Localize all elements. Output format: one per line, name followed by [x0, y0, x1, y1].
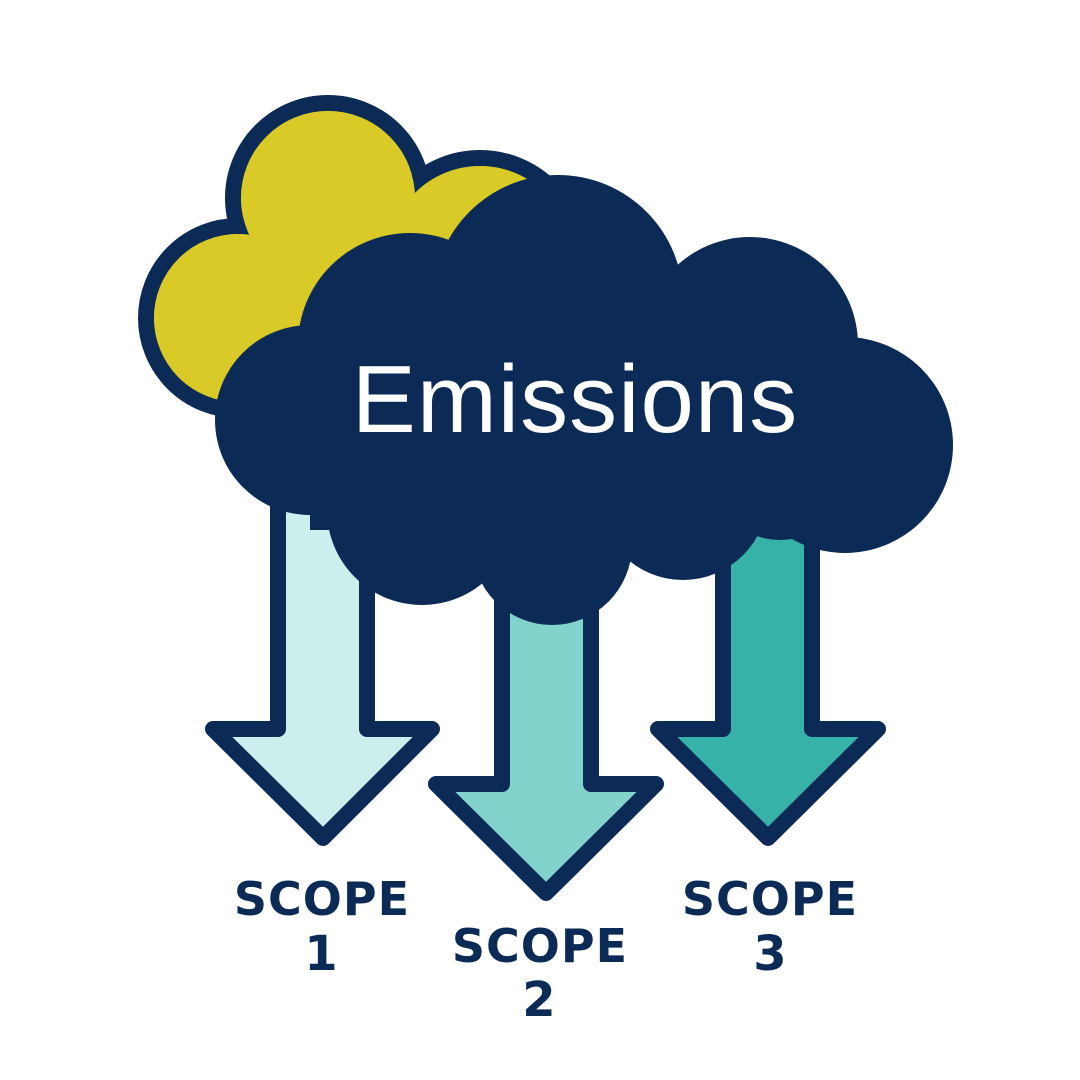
front-cloud-icon — [215, 175, 953, 625]
scope-2-number: 2 — [522, 972, 555, 1028]
scope-2-label: SCOPE — [452, 919, 628, 973]
scope-1-number: 1 — [304, 926, 337, 982]
cloud-title: Emissions — [352, 346, 798, 453]
scope-labels: SCOPE 1 SCOPE 2 SCOPE 3 — [234, 872, 858, 1028]
scope-3-number: 3 — [753, 926, 786, 982]
scope-1-label: SCOPE — [234, 872, 410, 926]
scope-3-label: SCOPE — [682, 872, 858, 926]
